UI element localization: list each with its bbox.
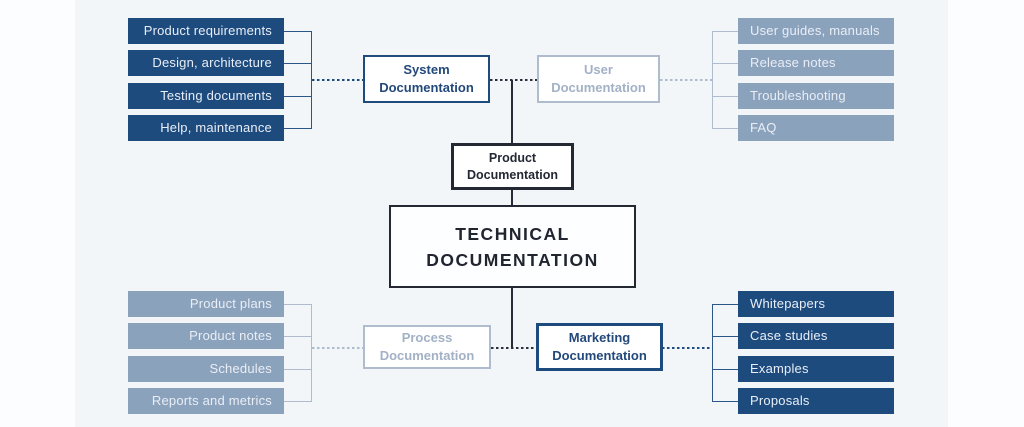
dotted-link-user-right <box>660 79 712 81</box>
leaf-troubleshooting: Troubleshooting <box>738 83 894 109</box>
leaf-product-requirements: Product requirements <box>128 18 284 44</box>
node-label: Product Documentation <box>467 150 558 182</box>
connector-stub <box>284 31 311 32</box>
dotted-link-process-marketing <box>491 347 536 349</box>
node-marketing-documentation: Marketing Documentation <box>536 323 663 371</box>
leaf-design-architecture: Design, architecture <box>128 50 284 76</box>
leaf-faq: FAQ <box>738 115 894 141</box>
bracket-line <box>311 304 312 402</box>
leaf-product-plans: Product plans <box>128 291 284 317</box>
node-label: System Documentation <box>379 62 474 95</box>
connector-stub <box>284 128 311 129</box>
trunk-line-top <box>511 80 513 144</box>
connector-stub <box>712 96 738 97</box>
dotted-link-marketing-right <box>662 347 712 349</box>
connector-stub <box>712 63 738 64</box>
leaf-schedules: Schedules <box>128 356 284 382</box>
leaf-testing-documents: Testing documents <box>128 83 284 109</box>
connector-stub <box>712 31 738 32</box>
node-process-documentation: Process Documentation <box>363 325 491 369</box>
connector-stub <box>712 304 738 305</box>
dotted-link-system-user <box>490 79 537 81</box>
node-technical-documentation-root: TECHNICAL DOCUMENTATION <box>389 205 636 288</box>
connector-stub <box>284 336 311 337</box>
leaf-case-studies: Case studies <box>738 323 894 349</box>
connector-stub <box>284 304 311 305</box>
leaf-release-notes: Release notes <box>738 50 894 76</box>
connector-stub <box>284 369 311 370</box>
node-label: User Documentation <box>551 62 646 95</box>
connector-stub <box>284 401 311 402</box>
bracket-line <box>712 31 713 129</box>
leaf-user-guides-manuals: User guides, manuals <box>738 18 894 44</box>
leaf-proposals: Proposals <box>738 388 894 414</box>
leaf-whitepapers: Whitepapers <box>738 291 894 317</box>
connector-stub <box>712 401 738 402</box>
connector-stub <box>712 369 738 370</box>
node-product-documentation: Product Documentation <box>451 143 574 190</box>
leaf-product-notes: Product notes <box>128 323 284 349</box>
trunk-line-bottom <box>511 286 513 348</box>
connector-stub <box>712 336 738 337</box>
node-label: Process Documentation <box>379 330 475 363</box>
node-system-documentation: System Documentation <box>363 55 490 103</box>
connector-stub <box>712 128 738 129</box>
bracket-line <box>311 31 312 129</box>
node-label: Marketing Documentation <box>552 330 647 363</box>
connector-stub <box>284 96 311 97</box>
trunk-line-middle <box>511 189 513 206</box>
dotted-link-system-left <box>312 79 363 81</box>
dotted-link-process-left <box>312 347 363 349</box>
connector-stub <box>284 63 311 64</box>
leaf-reports-and-metrics: Reports and metrics <box>128 388 284 414</box>
diagram-title: TECHNICAL DOCUMENTATION <box>426 223 599 270</box>
leaf-examples: Examples <box>738 356 894 382</box>
node-user-documentation: User Documentation <box>537 55 660 103</box>
leaf-help-maintenance: Help, maintenance <box>128 115 284 141</box>
bracket-line <box>712 304 713 402</box>
